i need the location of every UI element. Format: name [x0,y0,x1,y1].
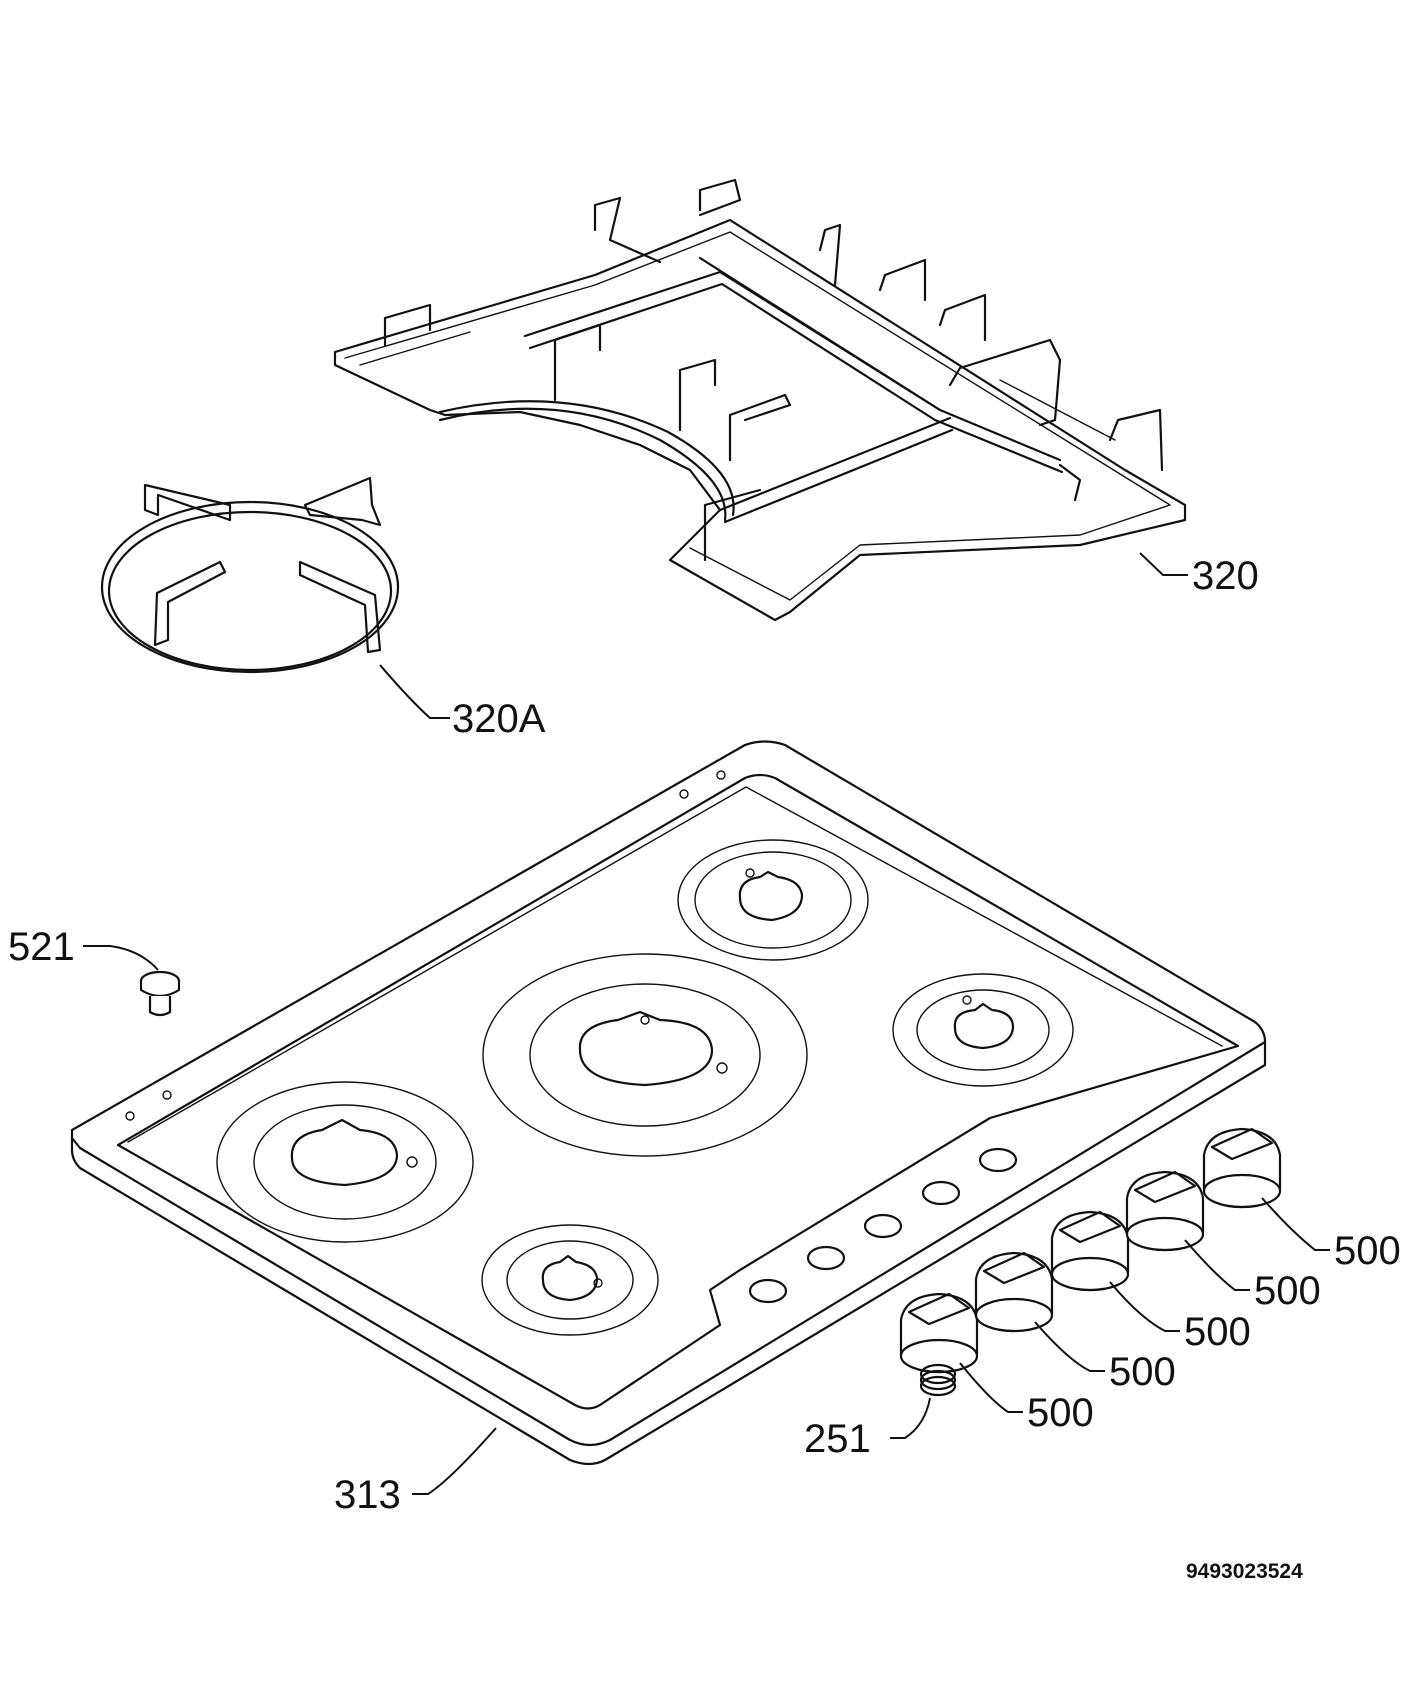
callout-knob-1: 500 [1027,1391,1094,1435]
knob-hole-1 [748,1278,788,1304]
callout-251: 251 [804,1417,871,1461]
knob-4 [1125,1170,1205,1252]
wok-ring-support [100,476,400,674]
callout-labels: 320 320A 521 313 251 500 500 500 500 500… [8,554,1401,1517]
leader-320A [379,664,450,719]
leader-knob-4 [1184,1239,1250,1291]
leader-lines [83,552,1330,1495]
callout-320: 320 [1192,554,1259,598]
control-knobs [899,1127,1282,1374]
burner-right [892,973,1074,1087]
burner-rear [677,839,869,961]
callout-knob-5: 500 [1334,1229,1401,1273]
knob-hole-2 [806,1245,846,1271]
fixing-screw [139,970,181,1017]
leader-313 [412,1427,497,1495]
callout-knob-3: 500 [1184,1310,1251,1354]
knob-hole-5 [978,1147,1018,1173]
knob-hole-4 [921,1180,961,1206]
callout-521: 521 [8,925,75,969]
callout-knob-4: 500 [1254,1269,1321,1313]
burner-large-center [482,953,808,1157]
leader-320 [1139,552,1188,576]
callout-knob-2: 500 [1109,1350,1176,1394]
leader-521 [83,945,159,971]
knob-3 [1050,1210,1130,1292]
leader-knob-5 [1261,1197,1330,1251]
burner-front-small [481,1224,659,1336]
document-code: 9493023524 [1186,1560,1303,1583]
knob-1 [899,1292,979,1374]
pan-support-grid [333,178,1187,622]
knob-spring [919,1363,957,1397]
burner-left [216,1081,474,1243]
hob-top-plate [70,740,1267,1466]
leader-knob-3 [1109,1281,1180,1332]
knob-5 [1202,1127,1282,1209]
knob-2 [974,1251,1054,1333]
callout-313: 313 [334,1473,401,1517]
callout-320A: 320A [452,697,546,741]
leader-251 [890,1397,931,1439]
leader-knob-1 [959,1362,1023,1413]
knob-hole-3 [863,1213,903,1239]
leader-knob-2 [1034,1321,1105,1372]
